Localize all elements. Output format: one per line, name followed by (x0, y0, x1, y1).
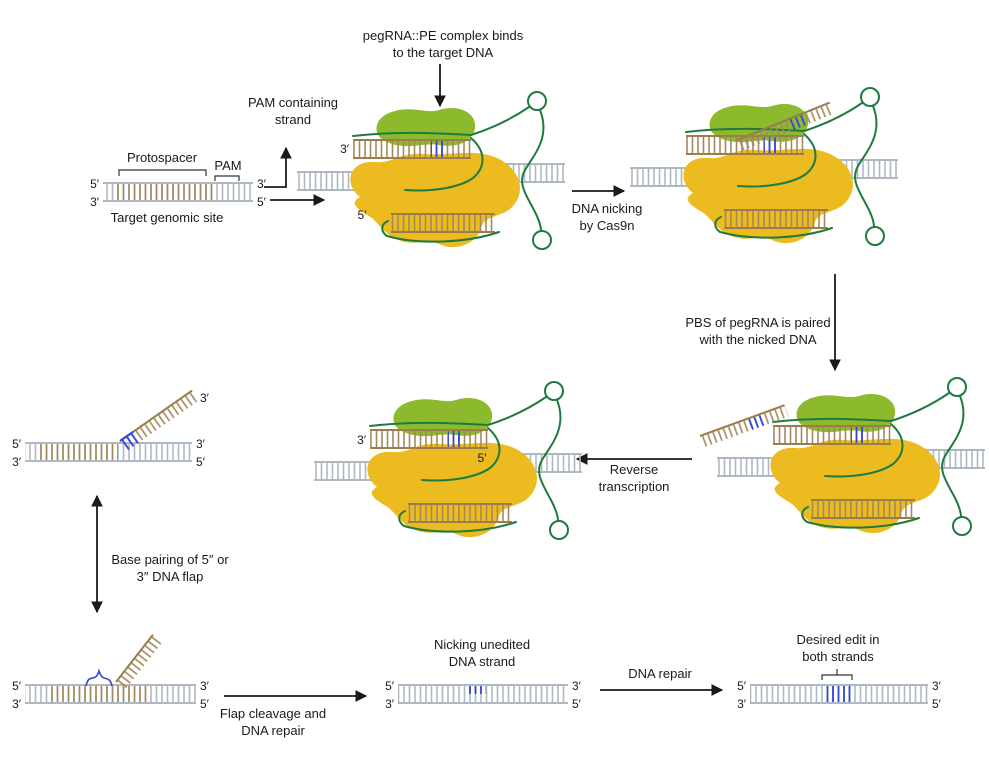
label-desired-line2: both strands (802, 649, 874, 664)
dna-end-label: 5′ (90, 177, 100, 191)
edited-duplex (398, 684, 568, 704)
label-pam-strand-line2: strand (275, 112, 311, 127)
label-protospacer: Protospacer (127, 150, 198, 165)
label-pbs-line2: with the nicked DNA (698, 332, 816, 347)
target-dna-duplex (103, 182, 253, 202)
edit-site (468, 686, 486, 694)
label-binding-line2: to the target DNA (393, 45, 494, 60)
dna-end-label: 5′ (478, 451, 488, 465)
label-cleavage-line1: Flap cleavage and (220, 706, 326, 721)
label-flap-pairing-line1: Base pairing of 5″ or (111, 552, 229, 567)
dna-end-label: 3′ (200, 679, 210, 693)
dna-end-label: 3′ (90, 195, 100, 209)
dna-end-label: 5′ (737, 679, 747, 693)
label-target-site: Target genomic site (111, 210, 224, 225)
edit-site (745, 415, 765, 431)
label-cleavage-line2: DNA repair (241, 723, 305, 738)
dna-end-label: 3′ (737, 697, 747, 711)
dna-end-label: 5′ (385, 679, 395, 693)
dna-end-label: 5′ (257, 195, 267, 209)
dna-end-label: 5′ (200, 697, 210, 711)
label-nick-unedited-line2: DNA strand (449, 654, 515, 669)
edit-site (788, 114, 808, 131)
dna-end-label: 3′ (572, 679, 582, 693)
label-pam: PAM (214, 158, 241, 173)
pam-bracket (214, 175, 240, 181)
dna-end-label: 3′ (932, 679, 942, 693)
pe-complex-bound (296, 91, 566, 250)
dna-end-label: 5′ (932, 697, 942, 711)
pe-complex-reverse-transcribed (313, 381, 583, 540)
dna-end-label: 5′ (196, 455, 206, 469)
edit-site (823, 686, 851, 702)
final-edited-duplex (750, 684, 928, 704)
pegrna-spacer-flap (699, 404, 789, 448)
label-nicking-line2: by Cas9n (580, 218, 635, 233)
desired-edit-bracket (821, 669, 853, 680)
label-desired-line1: Desired edit in (796, 632, 879, 647)
flap-intermediate-duplex (25, 442, 192, 462)
pegrna-spacer-flap (736, 101, 835, 152)
dna-end-label: 5′ (12, 437, 22, 451)
dna-end-label: 5′ (12, 679, 22, 693)
dna-end-label: 5′ (572, 697, 582, 711)
five-prime-flap-duplex (25, 684, 196, 704)
unpaired-edit-loop (85, 668, 113, 687)
dna-end-label: 3′ (12, 455, 22, 469)
label-rt-line1: Reverse (610, 462, 658, 477)
pe-complex-pbs-paired (716, 377, 986, 536)
dna-end-label: 3′ (200, 391, 210, 405)
dna-end-label: 5′ (358, 208, 368, 222)
pe-complex-nicked (629, 87, 899, 246)
label-repair: DNA repair (628, 666, 692, 681)
dna-end-label: 3′ (196, 437, 206, 451)
dna-end-label: 3′ (12, 697, 22, 711)
label-pbs-line1: PBS of pegRNA is paired (685, 315, 830, 330)
pam-strand-elbow-arrow (264, 146, 292, 188)
dna-end-label: 3′ (357, 433, 367, 447)
three-prime-flap (119, 389, 199, 451)
label-nicking-line1: DNA nicking (572, 201, 643, 216)
label-pam-strand-line1: PAM containing (248, 95, 338, 110)
protospacer-bracket (118, 169, 207, 176)
dna-end-label: 3′ (385, 697, 395, 711)
five-prime-flap (115, 634, 163, 690)
label-nick-unedited-line1: Nicking unedited (434, 637, 530, 652)
dna-end-label: 3′ (340, 142, 350, 156)
edit-site (120, 432, 140, 451)
label-flap-pairing-line2: 3″ DNA flap (137, 569, 204, 584)
label-binding-line1: pegRNA::PE complex binds (363, 28, 524, 43)
dna-end-label: 3′ (257, 177, 267, 191)
label-rt-line2: transcription (599, 479, 670, 494)
